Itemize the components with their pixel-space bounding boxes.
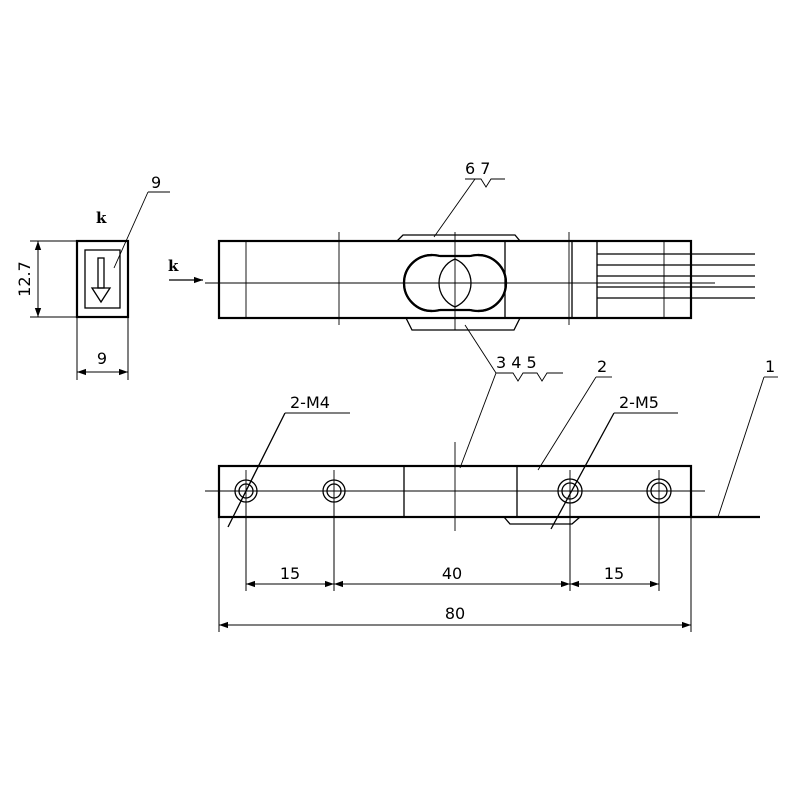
callout-2-leader: [537, 376, 597, 471]
thread-m5-leader: [550, 412, 615, 530]
bottom-seal-strip: [404, 317, 522, 331]
top-view: k 6 7 3 4 5: [168, 159, 755, 382]
end-view-force-label: k: [96, 209, 107, 227]
thread-m5-label: 2-M5: [619, 393, 659, 412]
thread-m4-leader: [227, 412, 286, 528]
callout-9-leader: [113, 191, 149, 269]
dim-right: 15: [604, 564, 624, 583]
dim-total: 80: [445, 604, 465, 623]
bottom-view: 2-M4 2-M5 2 1 15 40 15 80: [205, 357, 778, 632]
callout-2: 2: [597, 357, 607, 376]
callout-9: 9: [151, 173, 161, 192]
top-view-force-label: k: [168, 257, 179, 275]
thread-m4-label: 2-M4: [290, 393, 330, 412]
height-dimension: 12.7: [15, 261, 34, 297]
callout-345: 3 4 5: [496, 353, 537, 372]
dim-left: 15: [280, 564, 300, 583]
gauge-area-hatch: [403, 465, 518, 518]
end-view-body: [75, 239, 130, 319]
cable-wires: [597, 253, 755, 299]
dim-middle: 40: [442, 564, 462, 583]
callout-1-leader: [717, 376, 765, 518]
end-view: k 9 12.7 9: [15, 173, 170, 380]
down-arrow-icon: [90, 257, 112, 304]
callout-1: 1: [765, 357, 775, 376]
callout-67: 6 7: [465, 159, 490, 178]
width-dimension: 9: [97, 349, 107, 368]
end-view-label-frame: [84, 249, 121, 309]
callout-67-leader: [433, 178, 476, 238]
gauge-cover-hatch: [504, 240, 598, 319]
callout-345-leader: [464, 324, 497, 374]
